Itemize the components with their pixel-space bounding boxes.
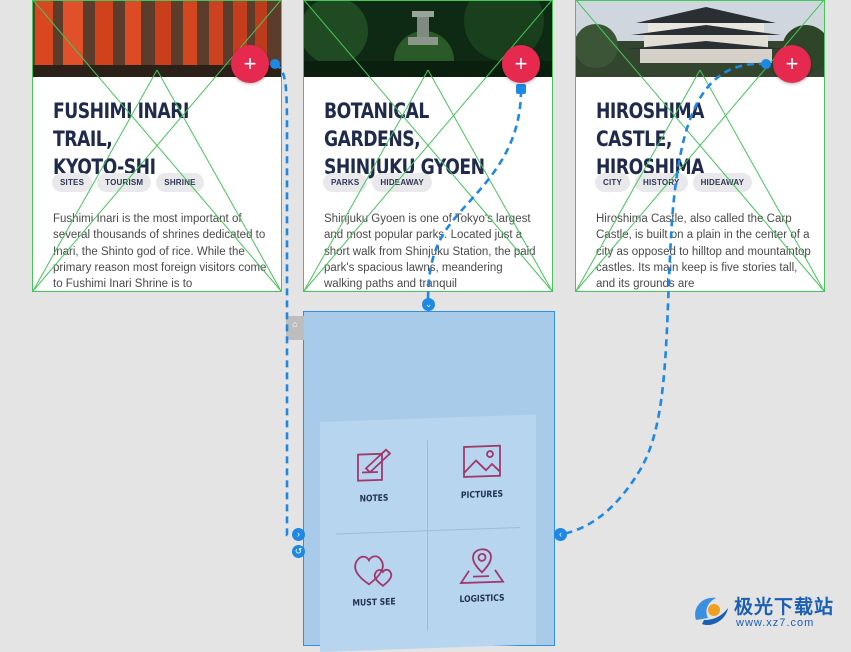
chevron-left-icon[interactable]: ‹ — [554, 528, 567, 541]
notes-icon — [357, 448, 392, 482]
tag-chip[interactable]: HISTORY — [635, 173, 688, 192]
tag-chip[interactable]: SITES — [52, 173, 93, 192]
tag-chip[interactable]: TOURISM — [97, 173, 152, 192]
menu-label: NOTES — [359, 493, 389, 505]
home-icon[interactable]: ⌂ — [286, 316, 304, 340]
card-description: Fushimi Inari is the most important of s… — [53, 213, 267, 291]
card-description: Hiroshima Castle, also called the Carp C… — [596, 213, 811, 291]
menu-item-pictures[interactable]: PICTURES — [428, 432, 536, 536]
chevron-down-icon[interactable]: ⌄ — [422, 298, 435, 311]
tag-chip[interactable]: PARKS — [323, 173, 368, 192]
menu-label: MUST SEE — [352, 597, 396, 609]
card-description: Shinjuku Gyoen is one of Tokyo's largest… — [324, 213, 536, 291]
location-card-hiroshima[interactable]: HIROSHIMA CASTLE, HIROSHIMA CITY HISTORY… — [575, 0, 825, 292]
add-button[interactable]: + — [773, 45, 811, 83]
menu-item-notes[interactable]: NOTES — [320, 436, 428, 540]
pictures-icon — [463, 444, 501, 478]
add-button[interactable]: + — [502, 45, 540, 83]
menu-panel: NOTES PICTURES MUST SEE — [320, 414, 536, 652]
chevron-right-icon[interactable]: › — [292, 528, 305, 541]
wire-handle[interactable] — [270, 59, 280, 69]
wire-handle[interactable] — [761, 59, 771, 69]
menu-label: LOGISTICS — [459, 593, 505, 606]
card-title: BOTANICAL GARDENS, SHINJUKU GYOEN — [324, 99, 485, 179]
menu-item-must-see[interactable]: MUST SEE — [320, 540, 428, 644]
map-pin-icon — [459, 548, 505, 585]
menu-item-logistics[interactable]: LOGISTICS — [428, 536, 536, 640]
menu-label: PICTURES — [460, 489, 504, 502]
tag-chip[interactable]: HIDEAWAY — [692, 173, 753, 192]
wire-handle[interactable] — [516, 84, 526, 94]
watermark-title: 极光下载站 — [734, 596, 835, 618]
watermark-logo-icon — [695, 597, 728, 626]
hearts-icon — [354, 555, 393, 587]
watermark: 极光下载站 www.xz7.com — [690, 590, 850, 635]
tag-chip[interactable]: CITY — [595, 173, 631, 192]
location-card-fushimi[interactable]: FUSHIMI INARI TRAIL, KYOTO-SHI SITES TOU… — [32, 0, 282, 292]
add-button[interactable]: + — [231, 45, 269, 83]
tag-chip[interactable]: HIDEAWAY — [372, 173, 432, 192]
card-title: FUSHIMI INARI TRAIL, KYOTO-SHI — [53, 99, 189, 179]
undo-icon[interactable]: ↺ — [292, 545, 305, 558]
tag-chip[interactable]: SHRINE — [156, 173, 204, 192]
card-title: HIROSHIMA CASTLE, HIROSHIMA — [596, 99, 704, 179]
location-card-shinjuku[interactable]: BOTANICAL GARDENS, SHINJUKU GYOEN PARKS … — [303, 0, 553, 292]
watermark-url: www.xz7.com — [736, 617, 815, 629]
